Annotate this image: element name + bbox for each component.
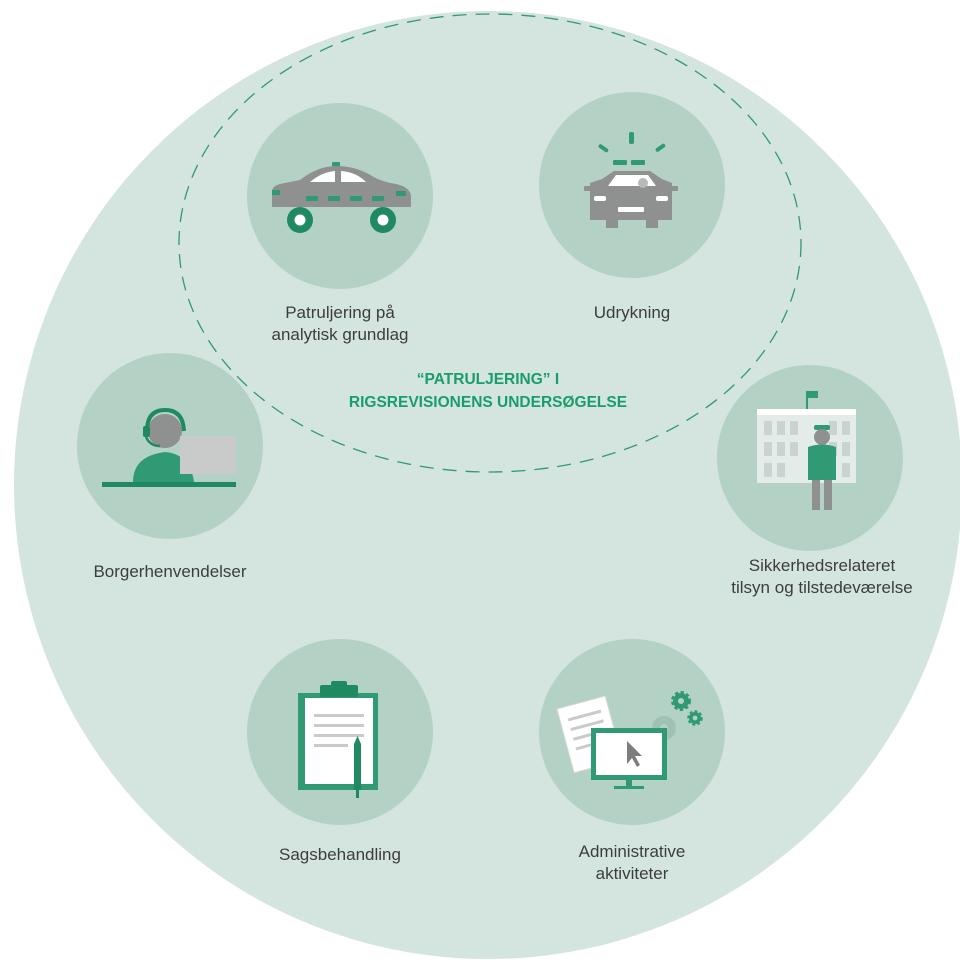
police-car-side-icon	[272, 162, 411, 233]
clipboard-document-pen-icon	[298, 681, 378, 798]
cursor-icon	[627, 741, 642, 767]
node-security-label-line1: Sikkerhedsrelateret	[749, 556, 896, 575]
node-response-label: Udrykning	[594, 303, 671, 322]
callout-line1: “PATRULJERING” I	[417, 371, 559, 388]
gear-icon	[671, 691, 691, 711]
node-admin: Administrative aktiviteter	[539, 639, 725, 883]
node-casework-label: Sagsbehandling	[279, 845, 401, 864]
node-patrol-label-line2: analytisk grundlag	[271, 325, 408, 344]
node-patrol: Patruljering på analytisk grundlag	[247, 103, 433, 344]
node-security-label-line2: tilsyn og tilstedeværelse	[731, 578, 912, 597]
patrol-group-dashed-ellipse	[178, 13, 802, 473]
node-citizen-label: Borgerhenvendelser	[93, 562, 246, 581]
node-citizen: Borgerhenvendelser	[77, 353, 263, 581]
police-car-front-siren-icon	[584, 132, 678, 228]
callout-line2: RIGSREVISIONENS UNDERSØGELSE	[349, 394, 627, 411]
node-admin-label-line1: Administrative	[579, 842, 686, 861]
gear-icon	[687, 710, 703, 726]
node-patrol-label-line1: Patruljering på	[285, 303, 395, 322]
monitor-documents-gears-icon	[556, 691, 703, 789]
node-security: Sikkerhedsrelateret tilsyn og tilstedevæ…	[717, 365, 913, 597]
node-casework: Sagsbehandling	[247, 639, 433, 864]
node-admin-label-line2: aktiviteter	[596, 864, 669, 883]
node-response: Udrykning	[539, 92, 725, 322]
call-center-operator-icon	[102, 407, 236, 487]
officer-in-front-of-building-icon	[757, 391, 856, 510]
